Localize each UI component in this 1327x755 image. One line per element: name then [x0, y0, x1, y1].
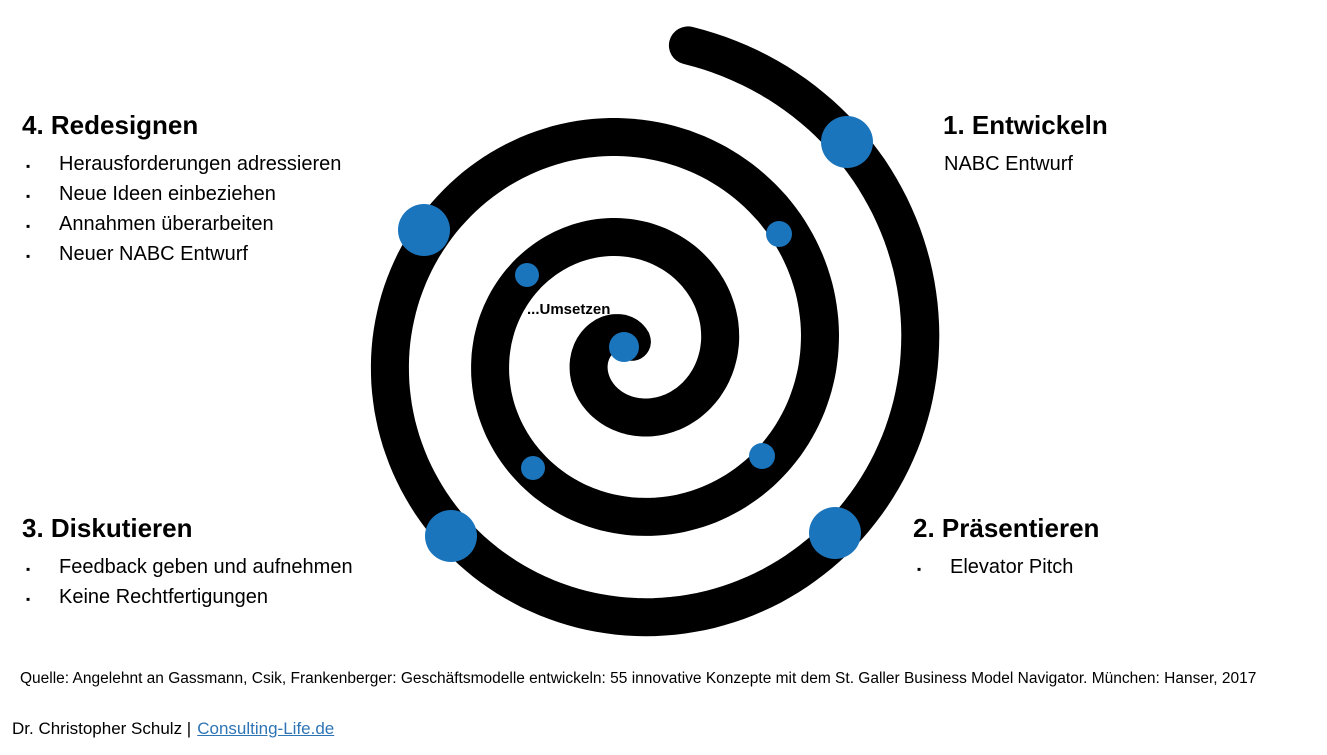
bullet-square-icon: ▪ — [26, 562, 31, 576]
spiral-dots — [398, 116, 873, 562]
step-1-item: NABC Entwurf — [944, 153, 1073, 175]
bullet-square-icon: ▪ — [26, 249, 31, 263]
step-3-title: 3. Diskutieren — [22, 513, 193, 543]
center-label-umsetzen: ...Umsetzen — [527, 301, 611, 318]
bullet-square-icon: ▪ — [26, 592, 31, 606]
source-citation: Quelle: Angelehnt an Gassmann, Csik, Fra… — [20, 670, 1257, 687]
step-3-item: ▪ Keine Rechtfertigungen — [22, 582, 353, 612]
step-4-redesignen: 4. Redesignen ▪ Herausforderungen adress… — [22, 109, 341, 269]
iteration-dot-top-right — [766, 221, 792, 247]
author-name: Dr. Christopher Schulz | — [12, 719, 192, 738]
iteration-dot-bottom-left — [521, 456, 545, 480]
consulting-life-link[interactable]: Consulting-Life.de — [197, 719, 335, 738]
step-4-item: ▪ Annahmen überarbeiten — [22, 209, 341, 239]
milestone-dot-1-entwickeln — [821, 116, 873, 168]
step-4-item: ▪ Neuer NABC Entwurf — [22, 239, 341, 269]
iteration-dot-bottom-right — [749, 443, 775, 469]
bullet-square-icon: ▪ — [917, 562, 922, 576]
milestone-dot-2-praesentieren — [809, 507, 861, 559]
bullet-square-icon: ▪ — [26, 189, 31, 203]
step-3-item: ▪ Feedback geben und aufnehmen — [22, 552, 353, 582]
bullet-square-icon: ▪ — [26, 159, 31, 173]
spiral-curve — [370, 26, 940, 637]
step-3-diskutieren: 3. Diskutieren ▪ Feedback geben und aufn… — [22, 512, 353, 612]
step-2-praesentieren: 2. Präsentieren ▪ Elevator Pitch — [913, 512, 1099, 582]
author-footer: Dr. Christopher Schulz | Consulting-Life.… — [12, 719, 334, 739]
step-1-title: 1. Entwickeln — [943, 110, 1108, 140]
step-4-item: ▪ Neue Ideen einbeziehen — [22, 179, 341, 209]
step-4-title: 4. Redesignen — [22, 110, 199, 140]
bullet-square-icon: ▪ — [26, 219, 31, 233]
step-4-item: ▪ Herausforderungen adressieren — [22, 149, 341, 179]
milestone-dot-4-redesignen — [398, 204, 450, 256]
step-1-entwickeln: 1. Entwickeln NABC Entwurf — [943, 109, 1108, 179]
center-dot-umsetzen — [609, 332, 639, 362]
step-2-title: 2. Präsentieren — [913, 513, 1100, 543]
iteration-dot-top-left — [515, 263, 539, 287]
step-2-item: ▪ Elevator Pitch — [913, 552, 1099, 582]
milestone-dot-3-diskutieren — [425, 510, 477, 562]
